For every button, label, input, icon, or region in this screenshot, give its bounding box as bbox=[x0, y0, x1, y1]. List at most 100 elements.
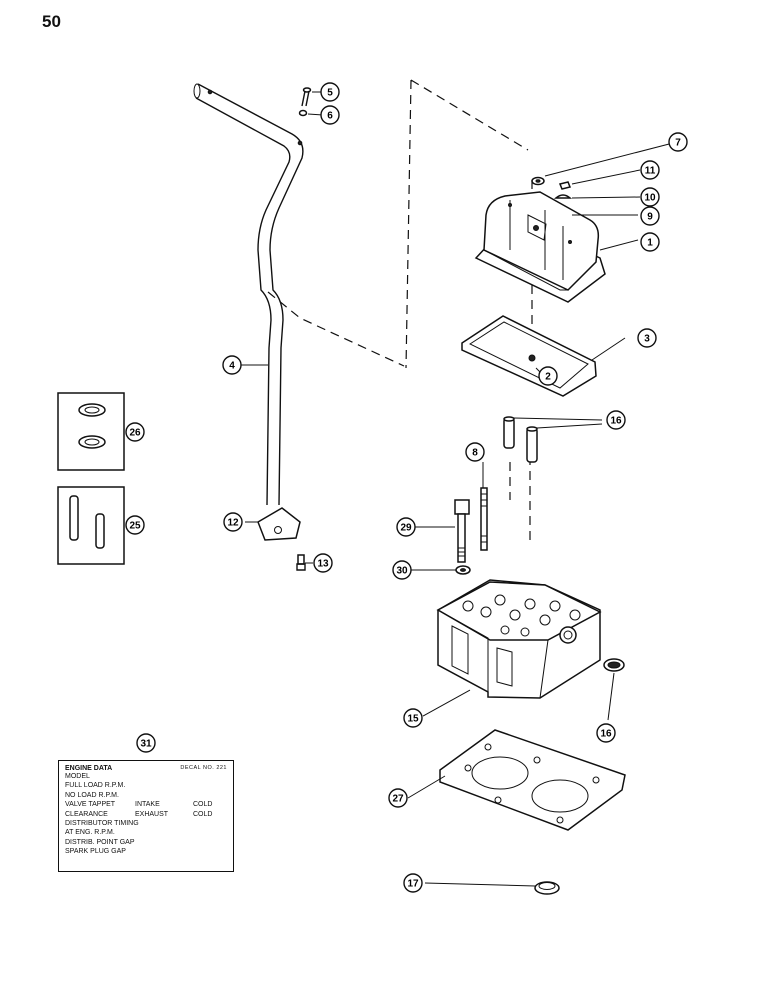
callout-number: 27 bbox=[392, 794, 404, 805]
callout-2: 2 bbox=[538, 366, 558, 386]
head-stud bbox=[480, 487, 488, 551]
callout-1: 1 bbox=[640, 232, 660, 252]
guide-alignment bbox=[509, 462, 531, 540]
page-number: 50 bbox=[42, 12, 61, 31]
callout-number: 13 bbox=[317, 559, 329, 570]
decal-row: NO LOAD R.P.M. bbox=[65, 791, 227, 800]
valve-cover-gasket bbox=[461, 315, 597, 397]
callout-10: 10 bbox=[640, 187, 660, 207]
decal-cell: COLD bbox=[193, 801, 213, 809]
callout-number: 26 bbox=[129, 428, 141, 439]
decal-cell: MODEL bbox=[65, 773, 90, 780]
decal-cell: VALVE TAPPET bbox=[65, 801, 116, 809]
expansion-plug bbox=[603, 658, 625, 672]
decal-row: VALVE TAPPET INTAKE COLD bbox=[65, 800, 227, 809]
decal-row: AT ENG. R.P.M. bbox=[65, 828, 227, 837]
callout-number: 6 bbox=[327, 111, 333, 122]
decal-cell: NO LOAD R.P.M. bbox=[65, 791, 119, 799]
head-bolt bbox=[454, 499, 470, 563]
head-gasket bbox=[439, 729, 626, 831]
leader-lines bbox=[126, 91, 674, 887]
decal-cell bbox=[135, 819, 193, 828]
callout-8: 8 bbox=[465, 442, 485, 462]
head-washer bbox=[455, 565, 471, 575]
callout-16: 16 bbox=[606, 410, 626, 430]
decal-cell bbox=[135, 781, 193, 790]
decal-number: DECAL NO. 221 bbox=[180, 765, 227, 771]
decal-cell bbox=[193, 838, 223, 847]
breather-tube bbox=[193, 83, 304, 506]
decal-cell bbox=[135, 847, 193, 856]
decal-row: FULL LOAD R.P.M. bbox=[65, 781, 227, 790]
callout-15: 15 bbox=[403, 708, 423, 728]
decal-cell bbox=[193, 828, 223, 837]
callout-25: 25 bbox=[125, 515, 145, 535]
callout-6: 6 bbox=[320, 105, 340, 125]
callout-number: 30 bbox=[396, 566, 408, 577]
callout-27: 27 bbox=[388, 788, 408, 808]
decal-cell bbox=[135, 828, 193, 837]
inset-box-guides bbox=[57, 486, 125, 565]
callout-number: 7 bbox=[675, 138, 681, 149]
decal-cell bbox=[135, 838, 193, 847]
callout-30: 30 bbox=[392, 560, 412, 580]
decal-row: MODEL bbox=[65, 772, 227, 781]
callout-7: 7 bbox=[668, 132, 688, 152]
decal-cell: DISTRIBUTOR TIMING bbox=[65, 820, 139, 828]
engine-data-decal: ENGINE DATA DECAL NO. 221 MODEL FULL LOAD… bbox=[58, 760, 234, 872]
callout-31: 31 bbox=[136, 733, 156, 753]
decal-row: DISTRIBUTOR TIMING bbox=[65, 819, 227, 828]
callout-number: 10 bbox=[644, 193, 656, 204]
callout-number: 5 bbox=[327, 88, 333, 99]
screw-and-washer bbox=[298, 87, 312, 117]
callout-number: 31 bbox=[140, 739, 152, 750]
decal-cell bbox=[193, 847, 223, 856]
valve-guides bbox=[503, 416, 538, 463]
callout-number: 16 bbox=[610, 416, 622, 427]
callout-number: 15 bbox=[407, 714, 419, 725]
callout-number: 2 bbox=[545, 372, 551, 383]
decal-row: DISTRIB. POINT GAP bbox=[65, 838, 227, 847]
callout-number: 11 bbox=[645, 166, 656, 177]
callout-number: 12 bbox=[227, 518, 239, 529]
callout-16: 16 bbox=[596, 723, 616, 743]
decal-cell bbox=[193, 772, 223, 781]
callout-number: 4 bbox=[229, 361, 235, 372]
bracket-screw bbox=[296, 554, 306, 571]
callout-number: 29 bbox=[400, 523, 412, 534]
valve-cover bbox=[474, 191, 606, 303]
callout-number: 9 bbox=[647, 212, 653, 223]
decal-cell bbox=[193, 819, 223, 828]
welsh-plug bbox=[534, 881, 560, 895]
decal-cell: AT ENG. R.P.M. bbox=[65, 829, 115, 837]
decal-cell bbox=[193, 781, 223, 790]
decal-cell bbox=[135, 791, 193, 800]
callout-26: 26 bbox=[125, 422, 145, 442]
decal-cell: CLEARANCE bbox=[65, 810, 108, 818]
callout-9: 9 bbox=[640, 206, 660, 226]
callout-number: 8 bbox=[472, 448, 478, 459]
decal-title: ENGINE DATA bbox=[65, 765, 113, 772]
decal-cell: COLD bbox=[193, 810, 213, 818]
decal-cell bbox=[193, 791, 223, 800]
callout-29: 29 bbox=[396, 517, 416, 537]
decal-cell: DISTRIB. POINT GAP bbox=[65, 838, 135, 846]
callout-number: 25 bbox=[129, 521, 141, 532]
callout-number: 1 bbox=[647, 238, 653, 249]
callout-3: 3 bbox=[637, 328, 657, 348]
cylinder-head bbox=[436, 579, 602, 699]
decal-cell: INTAKE bbox=[135, 801, 160, 809]
callout-4: 4 bbox=[222, 355, 242, 375]
decal-cell: FULL LOAD R.P.M. bbox=[65, 782, 126, 790]
callout-5: 5 bbox=[320, 82, 340, 102]
callout-number: 3 bbox=[644, 334, 650, 345]
decal-cell bbox=[135, 772, 193, 781]
inset-box-seals bbox=[57, 392, 125, 471]
callout-number: 16 bbox=[600, 729, 612, 740]
callout-17: 17 bbox=[403, 873, 423, 893]
callout-number: 17 bbox=[407, 879, 419, 890]
callout-12: 12 bbox=[223, 512, 243, 532]
